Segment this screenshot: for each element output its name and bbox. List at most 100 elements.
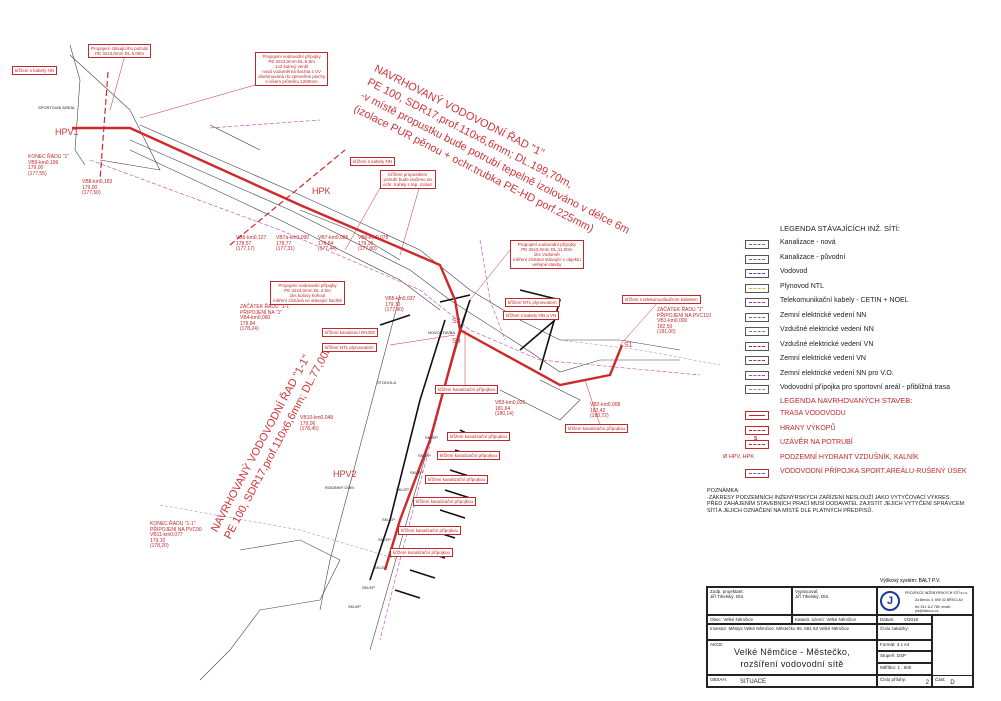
legend-item-label: Vzdušné elektrické vedení NN	[780, 326, 874, 333]
callout-box: křížení kanalizační přípojkou	[435, 385, 499, 394]
legend-line-symbol	[745, 254, 769, 264]
annex: 2	[925, 680, 929, 686]
map-label: SKLEP	[425, 435, 438, 440]
hydrant-hpv1-label: HPV1	[55, 127, 79, 137]
company-name: PROJEKCE INŽENÝRSKÝCH SÍTÍ s.r.o.	[905, 591, 969, 595]
annex-label: Číslo přílohy:	[880, 677, 907, 682]
legend-line-symbol	[745, 298, 769, 307]
legend-item: Kanalizace - nová	[745, 239, 1001, 249]
content: SITUACE	[740, 679, 767, 685]
legend-line-symbol	[745, 385, 769, 394]
legend-item: Vodovod	[745, 268, 1001, 278]
callout-box: křížení s kabely NN a VN	[503, 311, 560, 320]
callout-box: křížení kanalizační přípojkou	[413, 497, 477, 506]
legend-line-symbol	[745, 341, 769, 351]
legend-item-label: Vodovod	[780, 268, 808, 275]
callout-box: Propojení vodovodní přípojky PE 32x3,0mm…	[510, 240, 584, 269]
station-label: ZAČÁTEK ŘADU "1-1" PŘIPOJENÍ NA "1" VB4-…	[240, 304, 291, 332]
station-label: VB7-km0,086 178,84 (177,44)	[318, 235, 349, 252]
callout-box: křížení kanalizační přípojkou	[437, 451, 501, 460]
callout-box: křížení s kabely NN	[12, 66, 58, 75]
drawn-label: Vypracoval:	[795, 589, 819, 594]
legend-item: S UZÁVĚR NA POTRUBÍ	[745, 436, 1001, 449]
station-label: VB2-km0,008 182,42 (180,72)	[590, 402, 621, 419]
legend-item-label: Kanalizace - původní	[780, 253, 846, 261]
legend-line-symbol	[745, 269, 769, 278]
legend-item-label: Plynovod NTL	[780, 282, 824, 290]
station-label: KONEC ŘADU "1-1" PŘIPOJENÍ NA PVC90 VB11…	[150, 521, 202, 549]
station-label: VB5-km0,037 179,70 (177,90)	[385, 296, 416, 313]
chief-name: Jiří Tihelský, DiS.	[710, 594, 745, 599]
investor: Investor: Městys Velké Němčice, Městečko…	[707, 624, 877, 640]
part-label: Část:	[935, 677, 946, 682]
scale: 1 : 500	[897, 665, 912, 670]
map-label: STODOLA	[377, 380, 397, 385]
company-contact: tel: 511 112 765, email: pis@tiskovo.cz	[915, 605, 951, 613]
map-label: SKLEP	[374, 565, 387, 570]
legend-item: Zemní elektrické vedení NN	[745, 312, 1001, 322]
station-label: VB6-km0,078 179,30 (177,80)	[358, 235, 389, 252]
station-label: VB3-km0,026 181,64 (180,14)	[495, 400, 526, 417]
content-label: OBSAH:	[710, 677, 728, 682]
valve-s1-label: S1	[624, 342, 633, 349]
stage: DSP	[896, 653, 907, 658]
company-logo: J	[880, 591, 900, 611]
scale-label: Měřítko:	[880, 665, 897, 670]
map-label: SKLEP	[418, 453, 431, 458]
chief-label: Zodp. projektant:	[710, 589, 744, 594]
valve-s2-label: S2	[452, 318, 461, 325]
legend-item: Zemní elektrické vedení VN	[745, 355, 1001, 365]
existing-map-lines	[69, 44, 681, 681]
map-label: SKLEP	[382, 517, 395, 522]
hydrant-hpk-label: HPK	[312, 186, 331, 196]
legend-item: Kanalizace - původní	[745, 254, 1001, 264]
callout-box: křížení NTL plynovodem	[322, 343, 377, 352]
legend-item-label: Zemní elektrické vedení VN	[780, 355, 866, 362]
station-label: VB8-km0,183 179,00 (177,50)	[82, 179, 113, 196]
legend-item: Vzdušné elektrické vedení VN	[745, 341, 1001, 351]
title-block: Zodp. projektant:Jiří Tihelský, DiS. Vyp…	[706, 586, 974, 688]
legend-item: Plynovod NTL	[745, 283, 1001, 293]
legend-item: VODOVODNÍ PŘÍPOJKA SPORT.AREÁLU-RUŠENÝ Ú…	[745, 468, 1001, 478]
callout-box: křížení kanalizační přípojkou	[425, 475, 489, 484]
legend-line-symbol	[745, 370, 769, 380]
station-label: VB6-km0,127 178,57 (177,17)	[236, 235, 267, 252]
legend-line-symbol	[745, 283, 769, 293]
note-text: -ZÁKRESY PODZEMNÍCH INŽENÝRSKÝCH ZAŘÍZEN…	[707, 494, 965, 514]
callout-box: Propojení vodovodní přípojky PE 32x3,0mm…	[255, 52, 329, 86]
legend-line-symbol	[745, 240, 769, 249]
station-label: VB7a-km0,090 178,77 (177,31)	[276, 235, 310, 252]
format: 3 x A4	[896, 642, 910, 647]
action-line-2: rozšíření vodovodní sítě	[740, 659, 844, 669]
legend-item-label: Telekomunikační kabely - CETIN + NOEL	[780, 297, 909, 304]
company-address: Za Benou 4, 690 02 BŘECLAV	[915, 598, 963, 602]
legend-item-label: TRASA VODOVODU	[780, 410, 846, 417]
map-label: RODINNÝ DŮM	[325, 485, 354, 490]
callout-box: křížení kanalizací DN300	[322, 328, 379, 337]
station-label: KONEC ŘADU "1" VB9-km0,199 179,00 (177,5…	[28, 154, 70, 177]
hydrant-hpv2-label: HPV2	[333, 469, 357, 479]
legend-item-label: VODOVODNÍ PŘÍPOJKA SPORT.AREÁLU-RUŠENÝ Ú…	[780, 468, 967, 475]
legend-item-label: Vzdušné elektrické vedení VN	[780, 340, 874, 348]
legend-line-symbol: S	[745, 436, 769, 449]
date-label: Datum:	[880, 617, 895, 622]
legend-item-label: Zemní elektrické vedení NN	[780, 311, 867, 319]
legend-item-label: HRANY VÝKOPŮ	[780, 424, 836, 432]
legend-item: HRANY VÝKOPŮ	[745, 425, 1001, 435]
station-label: VB10-km0,048 179,06 (178,45)	[300, 415, 334, 432]
legend-item-label: UZÁVĚR NA POTRUBÍ	[780, 439, 853, 446]
legend-line-symbol	[745, 356, 769, 365]
legend-item-label: Zemní elektrické vedení NN pro V.O.	[780, 369, 894, 377]
note: POZNÁMKA: -ZÁKRESY PODZEMNÍCH INŽENÝRSKÝ…	[707, 488, 964, 514]
callout-box: Propojení vodovodní přípojky PE 32x3,0mm…	[270, 281, 346, 305]
callout-box: křížení kanalizační přípojkou	[565, 424, 629, 433]
section-lines	[99, 71, 346, 246]
legend-proposed-title: LEGENDA NAVRHOVANÝCH STAVEB:	[780, 396, 913, 405]
legend-line-symbol	[745, 425, 769, 435]
map-label: SKLEP	[362, 585, 375, 590]
callout-box: Propojení stávajícího potrubí PE 32x3,0m…	[88, 44, 152, 58]
callout-box: křížení kanalizační přípojkou	[447, 432, 511, 441]
legend-line-symbol	[745, 312, 769, 322]
